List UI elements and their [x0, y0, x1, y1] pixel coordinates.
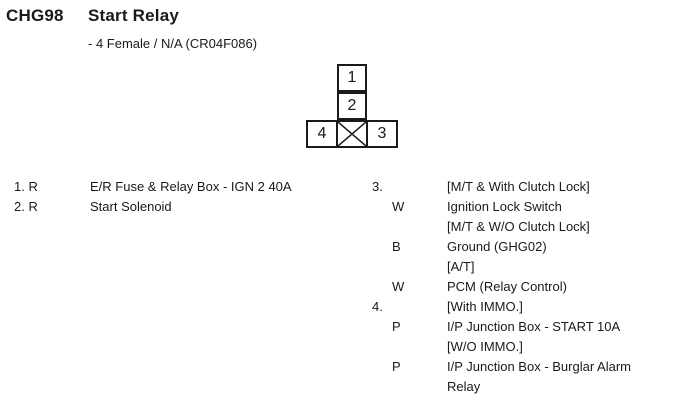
right-pin-list: 3. [M/T & With Clutch Lock] W Ignition Loc… — [372, 177, 684, 397]
pin-4-cavity: 4 — [306, 120, 338, 148]
pin-description: I/P Junction Box - START 10A — [447, 319, 621, 334]
pin-4-label: 4 — [317, 125, 327, 142]
pin-3-label: 3 — [377, 125, 387, 142]
pin-description: Relay — [447, 379, 481, 394]
pin-wire-label: 1. R — [14, 179, 38, 194]
pin-2-label: 2 — [347, 97, 357, 114]
pin-description: [With IMMO.] — [447, 299, 523, 314]
wire-color: W — [392, 279, 405, 294]
left-pin-list: 1. R E/R Fuse & Relay Box - IGN 2 40A 2.… — [14, 177, 354, 217]
pin-description: [M/T & W/O Clutch Lock] — [447, 219, 590, 234]
pin-description: I/P Junction Box - Burglar Alarm — [447, 359, 632, 374]
wire-color: B — [392, 239, 401, 254]
list-item: P I/P Junction Box - START 10A — [372, 317, 684, 337]
list-item: B Ground (GHG02) — [372, 237, 684, 257]
wire-color: P — [392, 359, 401, 374]
blank-cavity-x-icon — [338, 122, 366, 146]
pin-wire-label: 2. R — [14, 199, 38, 214]
list-item: P I/P Junction Box - Burglar Alarm — [372, 357, 684, 377]
pin-blank-cavity — [336, 120, 368, 148]
list-item: [A/T] — [372, 257, 684, 277]
pin-number: 4. — [372, 299, 383, 314]
connector-title: Start Relay — [88, 6, 180, 25]
pin-1-cavity: 1 — [337, 64, 367, 92]
list-item: [W/O IMMO.] — [372, 337, 684, 357]
pin-description: Start Solenoid — [90, 199, 172, 214]
list-item: Relay — [372, 377, 684, 397]
connector-code: CHG98 — [6, 6, 64, 25]
page-title: CHG98 Start Relay — [6, 6, 179, 26]
connector-subtitle: - 4 Female / N/A (CR04F086) — [88, 36, 258, 51]
list-item: 3. [M/T & With Clutch Lock] — [372, 177, 684, 197]
pin-1-label: 1 — [347, 69, 357, 86]
pin-description: [A/T] — [447, 259, 475, 274]
wire-color: W — [392, 199, 405, 214]
pin-description: [W/O IMMO.] — [447, 339, 523, 354]
pin-3-cavity: 3 — [366, 120, 398, 148]
pin-number: 3. — [372, 179, 383, 194]
pin-description: PCM (Relay Control) — [447, 279, 567, 294]
pin-description: [M/T & With Clutch Lock] — [447, 179, 590, 194]
list-item: [M/T & W/O Clutch Lock] — [372, 217, 684, 237]
wire-color: P — [392, 319, 401, 334]
pin-description: E/R Fuse & Relay Box - IGN 2 40A — [90, 179, 292, 194]
pin-description: Ground (GHG02) — [447, 239, 547, 254]
list-item: 4. [With IMMO.] — [372, 297, 684, 317]
list-item: W Ignition Lock Switch — [372, 197, 684, 217]
list-item: 2. R Start Solenoid — [14, 197, 354, 217]
list-item: W PCM (Relay Control) — [372, 277, 684, 297]
list-item: 1. R E/R Fuse & Relay Box - IGN 2 40A — [14, 177, 354, 197]
pin-2-cavity: 2 — [337, 92, 367, 120]
pin-description: Ignition Lock Switch — [447, 199, 562, 214]
